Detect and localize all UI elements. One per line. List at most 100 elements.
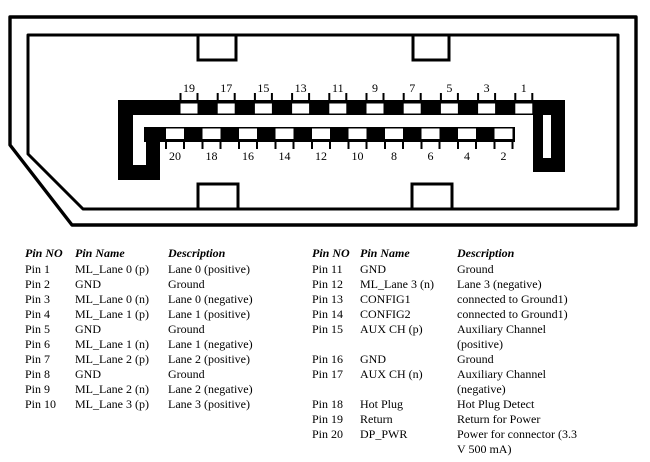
pin-contact-window (458, 128, 476, 139)
pin-number-label: 5 (446, 81, 452, 95)
pin-contact-window (421, 128, 440, 139)
pin-tick (329, 141, 331, 149)
pin-contact-window (329, 103, 347, 114)
pin-tick (347, 141, 350, 149)
pin-number-label: 15 (257, 81, 269, 95)
pin-number-label: 11 (332, 81, 344, 95)
pin-tick (270, 93, 273, 101)
pin-description-cell: Ground (457, 262, 494, 276)
pin-number-cell: Pin 17 (312, 367, 344, 381)
pin-contact-window (239, 128, 257, 139)
pin-number-cell: Pin 8 (25, 367, 51, 381)
pin-number-cell: Pin 11 (312, 262, 343, 276)
pin-description-cell: Ground (168, 277, 205, 291)
pin-description-cell: Return for Power (457, 412, 541, 426)
pin-name-cell: CONFIG1 (360, 292, 411, 306)
pin-number-label: 8 (391, 149, 397, 163)
pin-tick (384, 141, 386, 149)
pin-contact-window (275, 128, 294, 139)
pin-number-cell: Pin 18 (312, 397, 344, 411)
pin-description-cell: Lane 2 (positive) (168, 352, 250, 366)
pin-tick (216, 93, 219, 101)
pin-number-label: 16 (242, 149, 254, 163)
pin-number-label: 18 (206, 149, 218, 163)
pin-number-cell: Pin 2 (25, 277, 51, 291)
pin-name-cell: CONFIG2 (360, 307, 411, 321)
pin-tick (196, 93, 199, 101)
tab-bottom-left (196, 182, 240, 211)
pin-description-cell: Lane 0 (positive) (168, 262, 250, 276)
pin-name-cell: GND (360, 352, 386, 366)
pin-tick (456, 93, 459, 101)
pin-name-cell: GND (75, 367, 101, 381)
pin-description-cell: connected to Ground1) (457, 292, 568, 306)
table-header-row: Pin NO Pin Name Description (25, 246, 310, 262)
pin-number-label: 13 (295, 81, 307, 95)
pin-contact-window (180, 103, 198, 114)
pin-number-cell: Pin 19 (312, 412, 344, 426)
pin-description-cell: Auxiliary Channel (positive) (457, 322, 546, 351)
tab-top-right (411, 33, 451, 62)
pin-number-cell: Pin 6 (25, 337, 51, 351)
header-pin-no: Pin NO (25, 246, 63, 260)
pin-number-cell: Pin 20 (312, 427, 344, 441)
pin-number-cell: Pin 5 (25, 322, 51, 336)
pin-number-cell: Pin 14 (312, 307, 344, 321)
pin-contact-window (312, 128, 330, 139)
pin-tick (382, 93, 385, 101)
pin-description-cell: Lane 3 (positive) (168, 397, 250, 411)
pin-tick (439, 93, 442, 101)
pin-number-label: 4 (464, 149, 470, 163)
pin-tick (179, 93, 182, 101)
pin-number-label: 1 (521, 81, 527, 95)
pin-tick (457, 141, 459, 149)
pin-number-cell: Pin 4 (25, 307, 51, 321)
pin-name-cell: GND (360, 262, 386, 276)
pin-description-cell: Lane 1 (positive) (168, 307, 250, 321)
pin-tick (291, 93, 294, 101)
pin-number-cell: Pin 1 (25, 262, 51, 276)
pin-tick (219, 141, 222, 149)
header-description: Description (168, 246, 226, 260)
pin-description-cell: Lane 0 (negative) (168, 292, 253, 306)
pin-contact-window (403, 103, 421, 114)
table-row: Pin 6 ML_Lane 1 (n) Lane 1 (negative) (25, 337, 310, 352)
pin-number-label: 7 (409, 81, 415, 95)
pin-tick (345, 93, 348, 101)
pin-name-cell: ML_Lane 3 (n) (360, 277, 434, 291)
pin-tick (511, 141, 514, 149)
pin-name-cell: Hot Plug (360, 397, 404, 411)
pin-description-cell: Power for connector (3.3 V 500 mA) (457, 427, 577, 456)
header-pin-no: Pin NO (312, 246, 350, 260)
tab-bottom-right (410, 182, 454, 211)
pin-contact-window (366, 103, 384, 114)
header-pin-name: Pin Name (75, 246, 125, 260)
pin-number-label: 17 (220, 81, 232, 95)
pin-contact-window (292, 103, 310, 114)
pin-number-label: 2 (501, 149, 507, 163)
pin-description-cell: Lane 1 (negative) (168, 337, 253, 351)
pin-number-cell: Pin 15 (312, 322, 344, 336)
pin-number-label: 20 (169, 149, 181, 163)
pin-name-cell: DP_PWR (360, 427, 408, 441)
pin-name-cell: ML_Lane 3 (p) (75, 397, 149, 411)
pin-contact-window (166, 128, 184, 139)
pin-name-cell: ML_Lane 1 (n) (75, 337, 149, 351)
pin-description-cell: Lane 3 (negative) (457, 277, 542, 291)
